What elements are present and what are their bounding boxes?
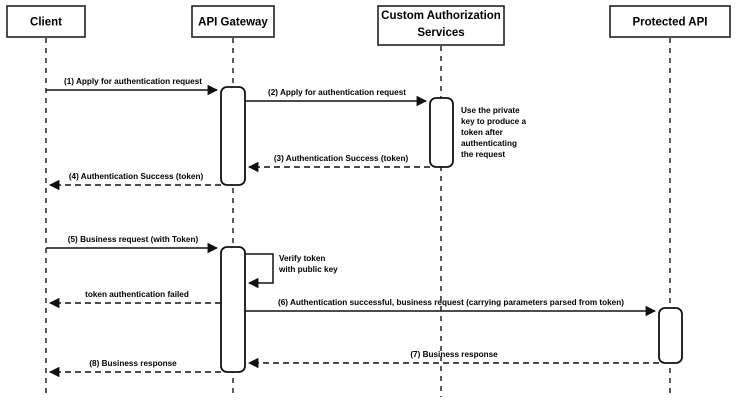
activation-api-gateway-2[interactable] bbox=[220, 246, 246, 373]
note-private-key-line-4: authenticating bbox=[461, 139, 517, 148]
activation-api-gateway-1[interactable] bbox=[220, 86, 246, 186]
message-4-label: (4) Authentication Success (token) bbox=[69, 172, 204, 181]
message-1[interactable]: (1) Apply for authentication request bbox=[46, 77, 219, 96]
message-self-verify-token-label-line1: Verify token bbox=[279, 254, 325, 263]
message-5-label: (5) Business request (with Token) bbox=[68, 235, 199, 244]
participant-box-client[interactable] bbox=[6, 5, 86, 38]
message-6[interactable]: (6) Authentication successful, business … bbox=[245, 298, 657, 317]
message-7-label: (7) Business response bbox=[410, 350, 498, 359]
message-8-label: (8) Business response bbox=[89, 359, 177, 368]
note-private-key-line-3: token after bbox=[461, 128, 504, 137]
note-private-key: Use the private key to produce a token a… bbox=[461, 106, 527, 159]
activation-protected-api-1[interactable] bbox=[658, 307, 683, 364]
participant-box-api-gateway[interactable] bbox=[191, 5, 275, 38]
message-token-auth-failed-label: token authentication failed bbox=[85, 290, 189, 299]
participant-label-custom-auth-line2: Services bbox=[417, 27, 464, 39]
message-2-label: (2) Apply for authentication request bbox=[268, 88, 406, 97]
message-8[interactable]: (8) Business response bbox=[48, 359, 221, 378]
participant-label-protected-api: Protected API bbox=[633, 17, 708, 29]
participant-box-custom-auth[interactable] bbox=[377, 5, 505, 46]
participant-label-api-gateway: API Gateway bbox=[198, 17, 268, 29]
participant-box-protected-api[interactable] bbox=[609, 5, 731, 38]
message-2[interactable]: (2) Apply for authentication request bbox=[245, 88, 428, 107]
lifelines-group bbox=[45, 38, 671, 397]
message-1-label: (1) Apply for authentication request bbox=[64, 77, 202, 86]
message-7[interactable]: (7) Business response bbox=[247, 350, 659, 369]
note-private-key-line-1: Use the private bbox=[461, 106, 520, 115]
message-self-verify-token-label-line2: with public key bbox=[278, 265, 338, 274]
message-5[interactable]: (5) Business request (with Token) bbox=[46, 235, 219, 254]
message-6-label: (6) Authentication successful, business … bbox=[278, 298, 624, 307]
participant-headers-group: Client API Gateway Custom Authorization … bbox=[6, 5, 731, 46]
message-self-verify-token-arrow bbox=[245, 253, 274, 289]
message-3-label: (3) Authentication Success (token) bbox=[274, 154, 409, 163]
message-self-verify-token[interactable]: Verify token with public key bbox=[245, 253, 338, 289]
activation-custom-auth-1[interactable] bbox=[429, 97, 454, 168]
activations-group bbox=[220, 86, 683, 373]
message-3[interactable]: (3) Authentication Success (token) bbox=[247, 154, 430, 173]
participant-label-custom-auth-line1: Custom Authorization bbox=[381, 10, 501, 22]
message-token-auth-failed[interactable]: token authentication failed bbox=[48, 290, 221, 309]
participant-label-client: Client bbox=[30, 17, 62, 29]
note-private-key-line-2: key to produce a bbox=[461, 117, 527, 126]
message-4[interactable]: (4) Authentication Success (token) bbox=[48, 172, 221, 191]
note-private-key-line-5: the request bbox=[461, 150, 505, 159]
